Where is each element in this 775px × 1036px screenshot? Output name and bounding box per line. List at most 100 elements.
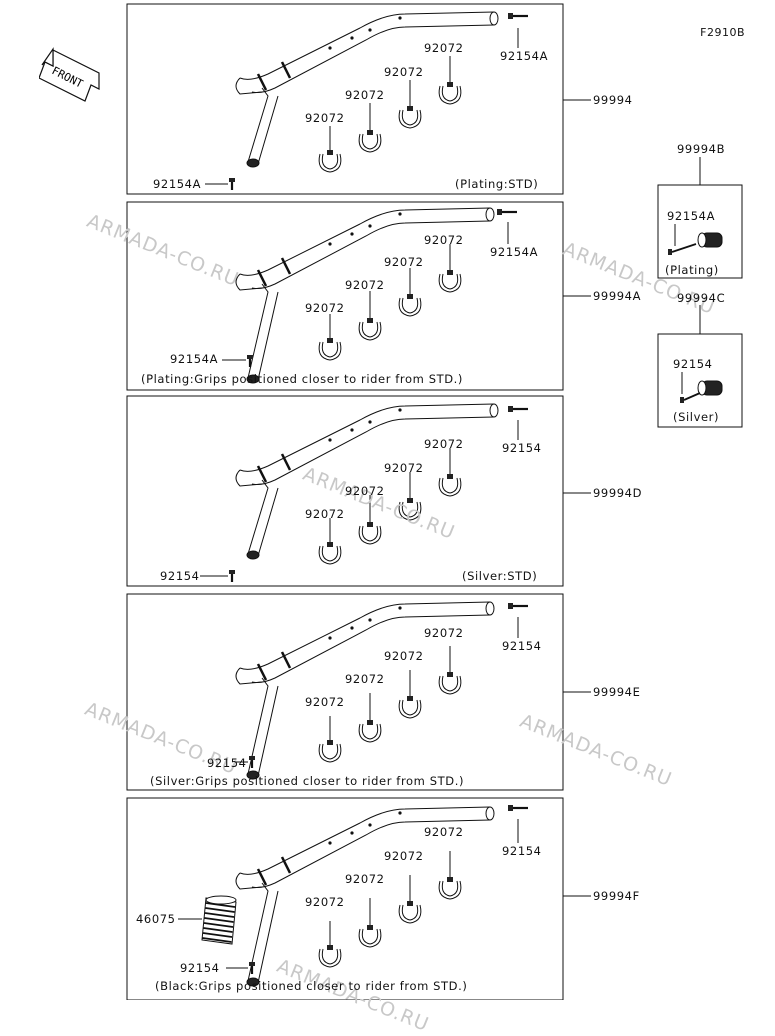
clamp-tab <box>350 428 354 432</box>
clamp-ring <box>358 928 382 948</box>
panel-note: (Silver:Grips positioned closer to rider… <box>150 774 465 788</box>
clamp-label: 92072 <box>424 626 464 640</box>
clamp-tab <box>398 408 402 412</box>
clamp-tab <box>328 46 332 50</box>
clamp-tab <box>328 636 332 640</box>
clamp-ring <box>401 904 419 921</box>
clamp-tab <box>368 420 372 424</box>
clamp-ring <box>358 133 382 153</box>
clamp-clip <box>407 498 413 503</box>
handlebar-outline <box>239 601 491 670</box>
clamp-tab <box>398 212 402 216</box>
panel-frame <box>126 395 564 587</box>
grip-label: 46075 <box>136 912 176 926</box>
clamp-ring <box>318 743 342 763</box>
clamp-ring <box>401 109 419 126</box>
clamp-tab <box>350 626 354 630</box>
clamp-ring <box>361 321 379 338</box>
clamp-tab <box>398 16 402 20</box>
grip-end <box>205 895 237 905</box>
clamp-clip <box>447 270 453 275</box>
clamp-ring <box>438 477 462 497</box>
bar-band <box>280 61 292 79</box>
clamp-label: 92072 <box>424 233 464 247</box>
handlebar-end <box>485 207 495 222</box>
panel-note: (Plating:Grips positioned closer to ride… <box>141 372 464 386</box>
bolt-head <box>249 756 255 760</box>
bar-end-face <box>697 232 707 248</box>
handlebar-riser <box>247 283 269 379</box>
panel-note: (Black:Grips positioned closer to rider … <box>155 979 468 993</box>
bolt-head <box>229 570 235 574</box>
panel-note: (Plating) <box>665 263 719 277</box>
clamp-tab <box>368 618 372 622</box>
bar-band <box>256 663 268 681</box>
clamp-ring <box>401 501 419 518</box>
clamp-clip <box>447 877 453 882</box>
clamp-ring <box>318 341 342 361</box>
clamp-ring <box>441 85 459 102</box>
clamp-ring <box>361 723 379 740</box>
handlebar-end <box>485 601 495 616</box>
clamp-tab <box>328 242 332 246</box>
clamp-clip <box>367 925 373 930</box>
bar-band <box>256 465 268 483</box>
grip-rib <box>203 927 233 933</box>
bar-band <box>280 856 292 874</box>
bolt-head <box>508 603 513 609</box>
clamp-ring <box>321 743 339 760</box>
clamp-ring <box>321 153 339 170</box>
grip-rib <box>202 937 232 943</box>
handlebar-bend <box>235 77 263 95</box>
bar-band <box>280 651 292 669</box>
clamp-tab <box>350 831 354 835</box>
bar-band <box>256 868 268 886</box>
bolt-shank <box>671 243 697 253</box>
clamp-label: 92072 <box>384 461 424 475</box>
assembly-label: 99994D <box>593 486 643 500</box>
assembly-label: 99994C <box>677 291 726 305</box>
clamp-label: 92072 <box>345 872 385 886</box>
panel-frame <box>126 3 564 195</box>
clamp-clip <box>407 901 413 906</box>
bar-band <box>280 453 292 471</box>
handlebar-riser <box>247 882 269 982</box>
bolt-top-label: 92154A <box>500 49 549 63</box>
clamp-ring <box>358 525 382 545</box>
bolt-top-label: 92154 <box>502 844 542 858</box>
bolt-head <box>508 406 513 412</box>
clamp-clip <box>447 474 453 479</box>
clamp-ring <box>441 477 459 494</box>
assembly-label: 99994F <box>593 889 640 903</box>
bolt-bottom-label: 92154A <box>170 352 219 366</box>
clamp-tab <box>398 811 402 815</box>
clamp-ring <box>441 273 459 290</box>
handlebar-end <box>246 770 260 780</box>
clamp-ring <box>398 904 422 924</box>
handlebar-bend <box>235 469 263 487</box>
clamp-tab <box>368 224 372 228</box>
assembly-label: 99994B <box>677 142 726 156</box>
clamp-ring <box>358 723 382 743</box>
clamp-ring <box>318 948 342 968</box>
clamp-ring <box>321 545 339 562</box>
clamp-clip <box>327 740 333 745</box>
bolt-head <box>247 355 253 359</box>
bolt-top-label: 92154A <box>490 245 539 259</box>
clamp-label: 92072 <box>345 88 385 102</box>
panel-note: (Plating:STD) <box>455 177 539 191</box>
clamp-clip <box>407 696 413 701</box>
handlebar-outline <box>239 207 491 276</box>
handlebar-end <box>489 11 499 26</box>
assembly-label: 99994E <box>593 685 641 699</box>
handlebar-end <box>246 158 260 168</box>
clamp-ring <box>441 880 459 897</box>
clamp-clip <box>407 106 413 111</box>
clamp-ring <box>321 341 339 358</box>
clamp-tab <box>328 438 332 442</box>
clamp-tab <box>368 823 372 827</box>
handlebar-riser <box>257 487 279 557</box>
panel-note: (Silver) <box>673 410 720 424</box>
handlebar-riser <box>257 95 279 165</box>
clamp-ring <box>401 699 419 716</box>
